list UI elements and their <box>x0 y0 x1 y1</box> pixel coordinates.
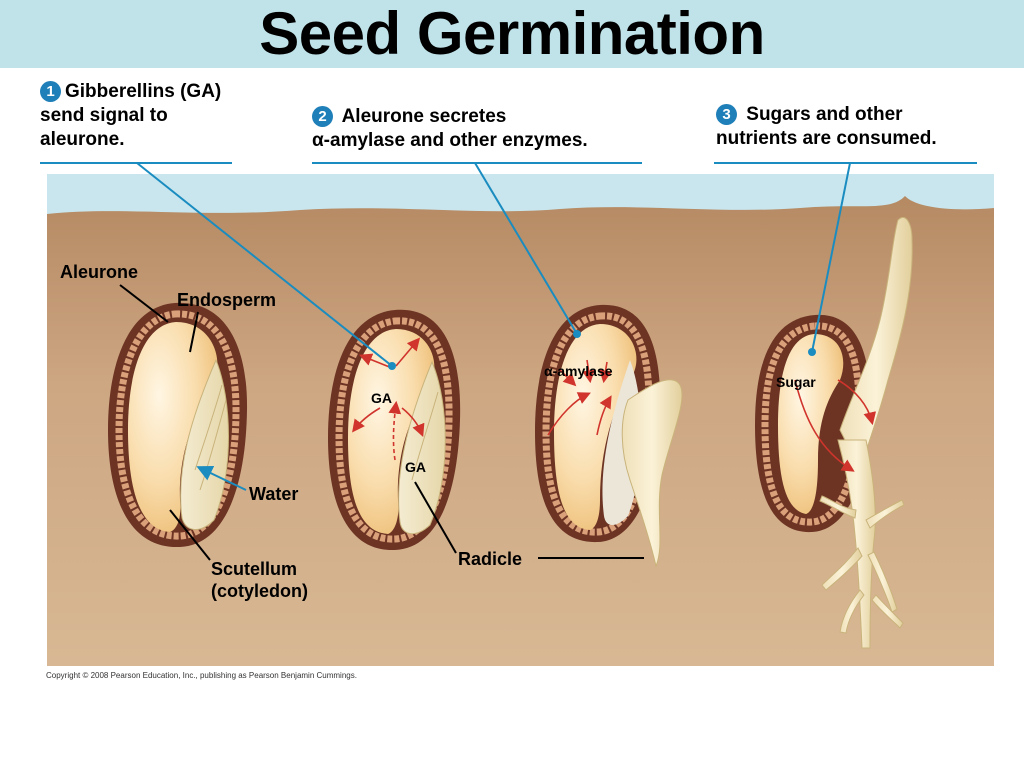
step-2-line1: Aleurone secretes <box>341 106 507 127</box>
label-ga-bottom: GA <box>405 459 426 475</box>
step-2-line2: α-amylase and other enzymes. <box>312 130 588 151</box>
step-3-line2: nutrients are consumed. <box>716 128 937 149</box>
seed-1 <box>108 302 248 548</box>
aleurone-leader <box>119 284 169 323</box>
endosperm-leader <box>189 311 199 353</box>
scutellum-leader <box>169 509 211 561</box>
step-1-leader <box>136 162 393 367</box>
step-2-text: 2 Aleurone secretes α-amylase and other … <box>312 105 588 153</box>
label-scutellum: Scutellum <box>211 559 298 579</box>
step-3-dot <box>808 348 816 356</box>
step-3-badge: 3 <box>716 104 737 125</box>
copyright-notice: Copyright © 2008 Pearson Education, Inc.… <box>46 671 357 680</box>
soil-surface <box>47 196 994 666</box>
label-sugar: Sugar <box>776 374 816 390</box>
step-2-dot <box>573 330 581 338</box>
step-2-leader <box>474 162 578 335</box>
seed-2 <box>328 309 461 551</box>
step-1-line2: send signal to <box>40 105 168 126</box>
label-ga-top: GA <box>371 390 392 406</box>
step-2-badge: 2 <box>312 106 333 127</box>
page-title: Seed Germination <box>259 0 765 67</box>
label-aleurone: Aleurone <box>60 262 139 282</box>
label-water: Water <box>249 484 299 504</box>
step-3-leader <box>811 162 851 353</box>
step-1-badge: 1 <box>40 81 61 102</box>
title-bar <box>0 0 1024 68</box>
step-3-line1: Sugars and other <box>746 104 903 125</box>
label-amylase: α-amylase <box>544 363 613 379</box>
seed-4 <box>755 217 913 649</box>
label-radicle: Radicle <box>458 549 523 569</box>
label-cotyledon: (cotyledon) <box>211 581 308 601</box>
step-1-line1: Gibberellins (GA) <box>65 81 222 102</box>
water-arrow <box>196 465 247 491</box>
radicle-leader-1 <box>414 481 457 554</box>
label-endosperm: Endosperm <box>177 290 277 310</box>
step-1-line3: aleurone. <box>40 129 125 150</box>
step-1-dot <box>388 362 396 370</box>
step-3-text: 3 Sugars and other nutrients are consume… <box>716 103 937 151</box>
seed-3 <box>535 304 683 568</box>
